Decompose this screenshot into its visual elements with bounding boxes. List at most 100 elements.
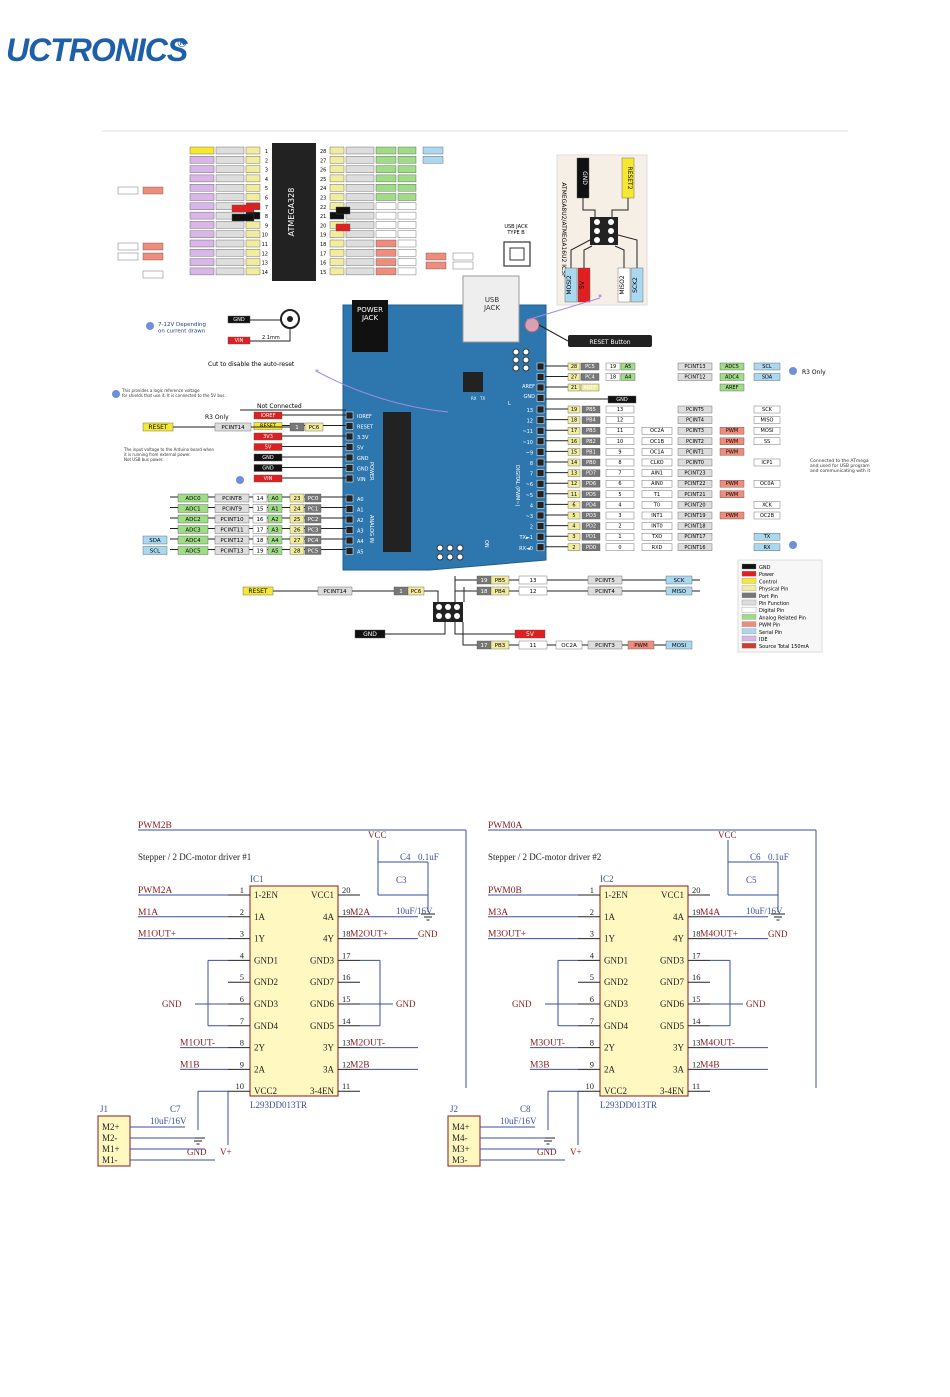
left-power-label: 3V3 bbox=[263, 434, 273, 440]
registered-mark: ® bbox=[176, 36, 188, 50]
bottom-r3-pcint: PCINT3 bbox=[595, 643, 615, 649]
ic1-lpnum: 8 bbox=[240, 1038, 244, 1048]
ic2-conn-pin: M4+ bbox=[452, 1122, 470, 1132]
analog-adc-box bbox=[177, 504, 209, 513]
chip-left-alt-box bbox=[189, 258, 215, 266]
digital-num-box bbox=[605, 437, 635, 445]
chip-right-alt-box bbox=[375, 211, 397, 220]
right-top-port-box bbox=[580, 383, 600, 392]
digital-pwm: PWM bbox=[726, 513, 738, 519]
legend-swatch bbox=[741, 585, 757, 591]
digital-num-box bbox=[605, 543, 635, 551]
ic1-rpnum: 18 bbox=[342, 929, 351, 939]
ic2-rname: 4A bbox=[673, 912, 685, 922]
left-reset-pcint-box bbox=[214, 422, 252, 432]
right-top-pcint: PCINT12 bbox=[684, 375, 705, 381]
chip-right-fn-box bbox=[345, 249, 375, 257]
digital-pin: 2 bbox=[572, 545, 575, 551]
ic1-title: Stepper / 2 DC-motor driver #1 bbox=[138, 852, 251, 862]
digital-alt-box bbox=[641, 501, 673, 509]
chip-right-a-box bbox=[397, 267, 417, 276]
analog-num-box bbox=[252, 514, 268, 524]
digital-num-box bbox=[605, 501, 635, 509]
digital-num-box bbox=[605, 522, 635, 530]
digital-pin-box bbox=[567, 533, 581, 541]
icsp-mosi2: MOSI2 bbox=[566, 275, 573, 294]
analog-pcint-box bbox=[214, 504, 250, 513]
ic2-rname: 3-4EN bbox=[660, 1086, 684, 1096]
analog-port-box bbox=[304, 546, 322, 555]
digital-port: PB5 bbox=[586, 407, 596, 413]
board-analog-pin bbox=[345, 526, 354, 534]
ic1-ctop: C4 bbox=[400, 852, 411, 862]
digital-pin-box bbox=[567, 416, 581, 424]
chip-left-alt-box bbox=[189, 249, 215, 257]
digital-port: PD6 bbox=[586, 481, 596, 487]
digital-num: 7 bbox=[618, 471, 621, 477]
ic1-cap-val: 10uF/16V bbox=[150, 1116, 187, 1126]
digital-pcint: PCINT4 bbox=[686, 418, 704, 424]
ic2-part: L293DD013TR bbox=[600, 1100, 657, 1110]
right-top-adc: ADC5 bbox=[725, 364, 739, 370]
chip-left-pin-num: 4 bbox=[265, 177, 268, 183]
analog-num: 14 bbox=[257, 496, 264, 502]
chip-right-fn-box bbox=[345, 230, 375, 238]
analog-pin: 23 bbox=[294, 496, 301, 502]
ic2-rname: GND5 bbox=[660, 1021, 684, 1031]
chip-left-fn-box bbox=[215, 183, 245, 192]
ic2-rpnum: 13 bbox=[692, 1038, 701, 1048]
dc-jack-size: 2.1mm bbox=[262, 335, 280, 341]
board-analog-pin bbox=[345, 515, 354, 524]
legend-swatch bbox=[741, 599, 757, 606]
r3-info-icon bbox=[789, 367, 797, 375]
digital-alt: AIN0 bbox=[651, 481, 663, 487]
digital-alt-box bbox=[641, 543, 673, 551]
chip-pwm5-box bbox=[425, 261, 447, 270]
digital-pcint: PCINT22 bbox=[684, 481, 705, 487]
digital-num: 13 bbox=[617, 407, 623, 413]
board-digital-label: 8 bbox=[530, 461, 533, 467]
chip-right-a-box bbox=[397, 146, 417, 155]
digital-pwm-box bbox=[719, 480, 745, 488]
board-power-pin bbox=[345, 432, 354, 441]
bottom-row-port: PB4 bbox=[495, 589, 506, 595]
bottom-row-port: PB5 bbox=[495, 578, 506, 584]
chip-right-alt-box bbox=[375, 174, 397, 183]
chip-right-pin-num: 16 bbox=[320, 261, 326, 267]
chip-right-a-box bbox=[397, 230, 417, 238]
digital-pcint: PCINT23 bbox=[684, 471, 705, 477]
digital-fn-box bbox=[753, 480, 781, 488]
digital-pin: 12 bbox=[571, 481, 577, 487]
legend-label: Control bbox=[759, 579, 777, 585]
analog-pin: 25 bbox=[294, 517, 301, 523]
digital-pwm-box bbox=[719, 511, 745, 520]
chip-right-alt-box bbox=[375, 146, 397, 155]
right-top-fn: SDA bbox=[762, 375, 773, 381]
board-digital-pin bbox=[536, 543, 545, 552]
chip-pwm3-box bbox=[142, 252, 164, 261]
r3-only-right: R3 Only bbox=[802, 369, 826, 376]
chip-left-port-box bbox=[245, 156, 261, 164]
board-digital-pin bbox=[536, 479, 545, 488]
digital-pcint: PCINT2 bbox=[686, 439, 704, 445]
digital-port-box bbox=[581, 522, 601, 530]
ic2-lname: 1Y bbox=[604, 934, 616, 944]
digital-fn: XCK bbox=[762, 502, 773, 508]
reset-button-label-box bbox=[568, 335, 652, 347]
chip-right-alt-box bbox=[375, 165, 397, 173]
ic1-rname: 3A bbox=[323, 1064, 335, 1074]
right-top-num-box bbox=[605, 373, 621, 381]
chip-left-pin-num: 13 bbox=[262, 261, 268, 267]
chip-left-fn-box bbox=[215, 249, 245, 257]
digital-port: PB1 bbox=[586, 449, 596, 455]
bottom-r3-num-box bbox=[518, 640, 548, 650]
digital-num: 2 bbox=[618, 524, 621, 530]
board-icsp-pin bbox=[522, 348, 530, 356]
chip-left-alt-box bbox=[189, 146, 215, 155]
board-tx: TX bbox=[479, 396, 485, 401]
right-top-pin-box bbox=[567, 383, 581, 392]
ic1-lname: GND4 bbox=[254, 1021, 278, 1031]
